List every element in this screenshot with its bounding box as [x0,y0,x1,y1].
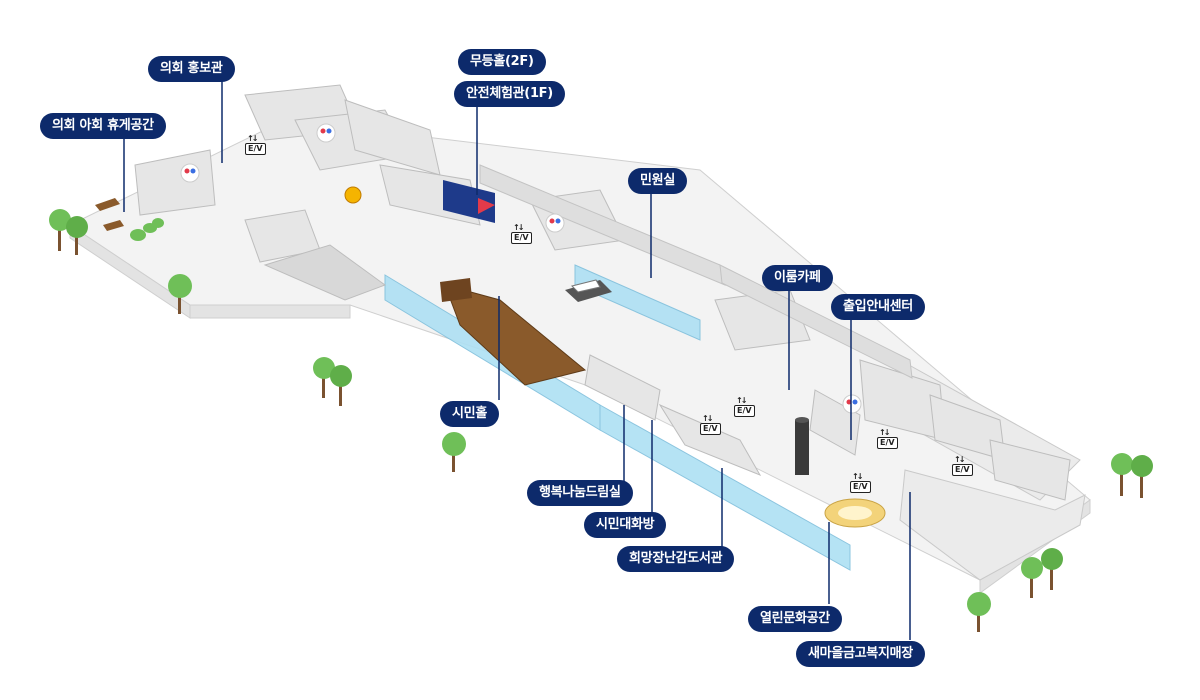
label-dance-hall[interactable]: 무등홀(2F) [458,49,546,75]
tree-icon [313,357,352,406]
safety-hall-banner [443,180,495,223]
label-safety-hall[interactable]: 안전체험관(1F) [454,81,565,107]
tree-icon [49,209,88,255]
pillar [795,417,809,475]
elevator-icon: E/V [511,223,532,244]
label-welfare-store[interactable]: 새마을금고복지매장 [796,641,925,667]
label-citizen-hall[interactable]: 시민홀 [440,401,499,427]
label-culture-space[interactable]: 열린문화공간 [748,606,842,632]
restroom-icon [545,213,565,233]
tree-icon [168,274,192,314]
tree-icon [967,592,991,632]
elevator-icon: E/V [245,134,266,155]
car-display [565,279,612,302]
north-wall [479,164,913,379]
elevator-icon: E/V [877,428,898,449]
label-cafe[interactable]: 이룸카페 [762,265,833,291]
culture-stage [824,498,886,528]
label-info-center[interactable]: 출입안내센터 [831,294,925,320]
restroom-icon [316,123,336,143]
label-pr-hall[interactable]: 의회 홍보관 [148,56,235,82]
bush-icon [130,218,164,241]
entrance-ramp [263,244,387,301]
label-lounge[interactable]: 의회 아회 휴게공간 [40,113,166,139]
tree-icon [1021,548,1063,598]
tree-icon [1111,453,1153,498]
label-civil-office[interactable]: 민원실 [628,168,687,194]
restroom-icon [842,394,862,414]
label-sharing-room[interactable]: 행복나눔드림실 [527,480,633,506]
elevator-icon: E/V [734,396,755,417]
bench-icon [95,198,124,231]
label-toy-library[interactable]: 희망장난감도서관 [617,546,735,572]
label-talk-room[interactable]: 시민대화방 [584,512,667,538]
wooden-deck [440,278,587,386]
elevator-icon: E/V [700,414,721,435]
restroom-icon [180,163,200,183]
leader-lines [123,80,911,640]
tree-icon [442,432,466,472]
elevator-icon: E/V [952,455,973,476]
badge-icon [344,186,362,204]
elevator-icon: E/V [850,472,871,493]
